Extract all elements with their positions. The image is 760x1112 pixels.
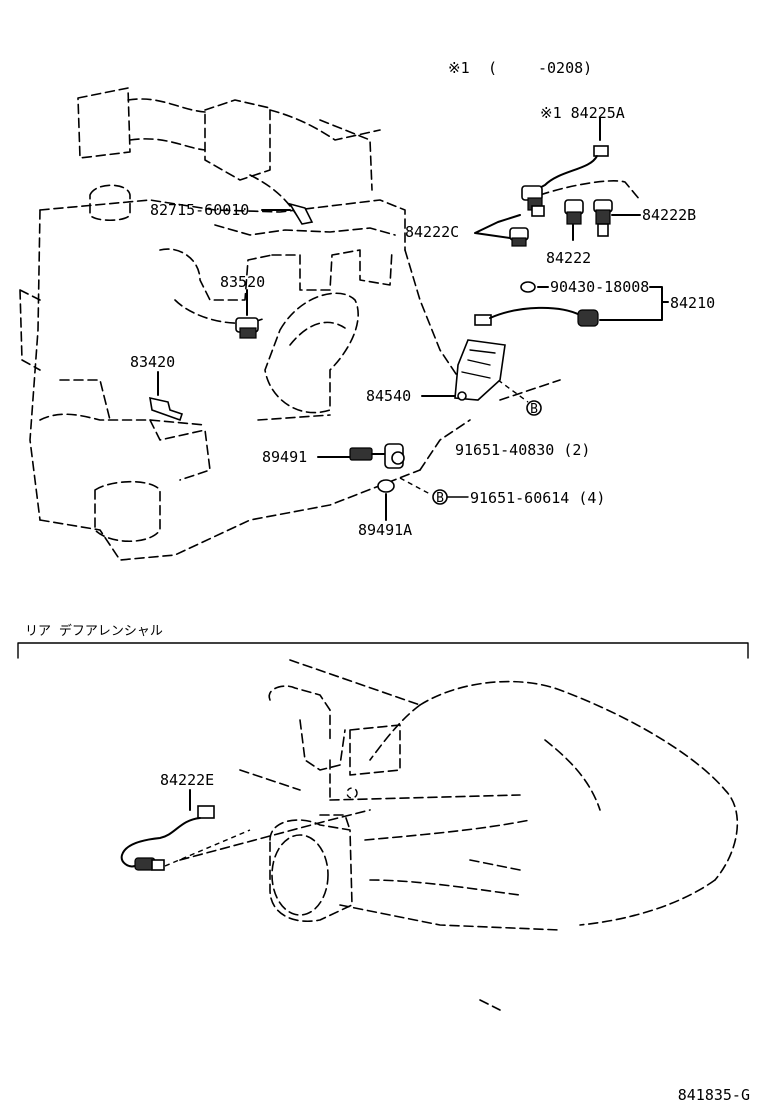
- label-84222E: 84222E: [160, 771, 214, 789]
- label-84222C: 84222C: [405, 223, 459, 241]
- part-84222B-switch: [593, 199, 613, 237]
- label-84225A: ※1 84225A: [540, 104, 625, 122]
- label-84222B: 84222B: [642, 206, 696, 224]
- label-83520: 83520: [220, 273, 265, 291]
- label-89491: 89491: [262, 448, 307, 466]
- label-82715-60010: 82715-60010: [150, 201, 249, 219]
- part-83520-switch: [235, 317, 259, 339]
- section-title: リア デフアレンシャル: [25, 623, 163, 639]
- label-91651-60614: 91651-60614 (4): [470, 489, 605, 507]
- part-89491A-oring: [377, 479, 395, 493]
- diagram-code: 841835-G: [678, 1086, 750, 1104]
- part-84210-switch-assy: [474, 306, 599, 327]
- part-84225A-sensor: [521, 145, 609, 217]
- part-84540-neutral-switch: [454, 339, 506, 401]
- label-91651-40830: 91651-40830 (2): [455, 441, 590, 459]
- label-83420: 83420: [130, 353, 175, 371]
- part-84222E-sensor: [120, 789, 251, 871]
- section-rear-diff: リア デフアレンシャル: [17, 623, 749, 659]
- note-paren: (: [488, 59, 497, 77]
- note-range: -0208): [538, 59, 592, 77]
- label-90430-18008: 90430-18008: [550, 278, 649, 296]
- part-84222-switch: [564, 199, 584, 225]
- header-note: ※1 ( -0208): [448, 59, 592, 77]
- differential-outline: [179, 659, 739, 1011]
- section-bracket: [17, 642, 749, 659]
- part-89491-sensor: [349, 443, 405, 469]
- note-mark: ※1: [448, 59, 470, 77]
- bolt-b1-circle: [526, 400, 542, 416]
- bolt-b1-label: B: [530, 402, 538, 417]
- part-83420-sensor: [149, 396, 184, 422]
- part-82715-bracket: [288, 202, 314, 225]
- part-90430-gasket: [520, 281, 536, 293]
- bolt-b2-label: B: [436, 491, 444, 506]
- bolt-b-marks: B B: [432, 400, 542, 506]
- label-89491A: 89491A: [358, 521, 412, 539]
- label-84540: 84540: [366, 387, 411, 405]
- label-84222: 84222: [546, 249, 591, 267]
- leader-lines-upper: [157, 117, 669, 521]
- label-84210: 84210: [670, 294, 715, 312]
- bolt-b2-circle: [432, 489, 448, 505]
- part-84222C-switch: [509, 227, 529, 247]
